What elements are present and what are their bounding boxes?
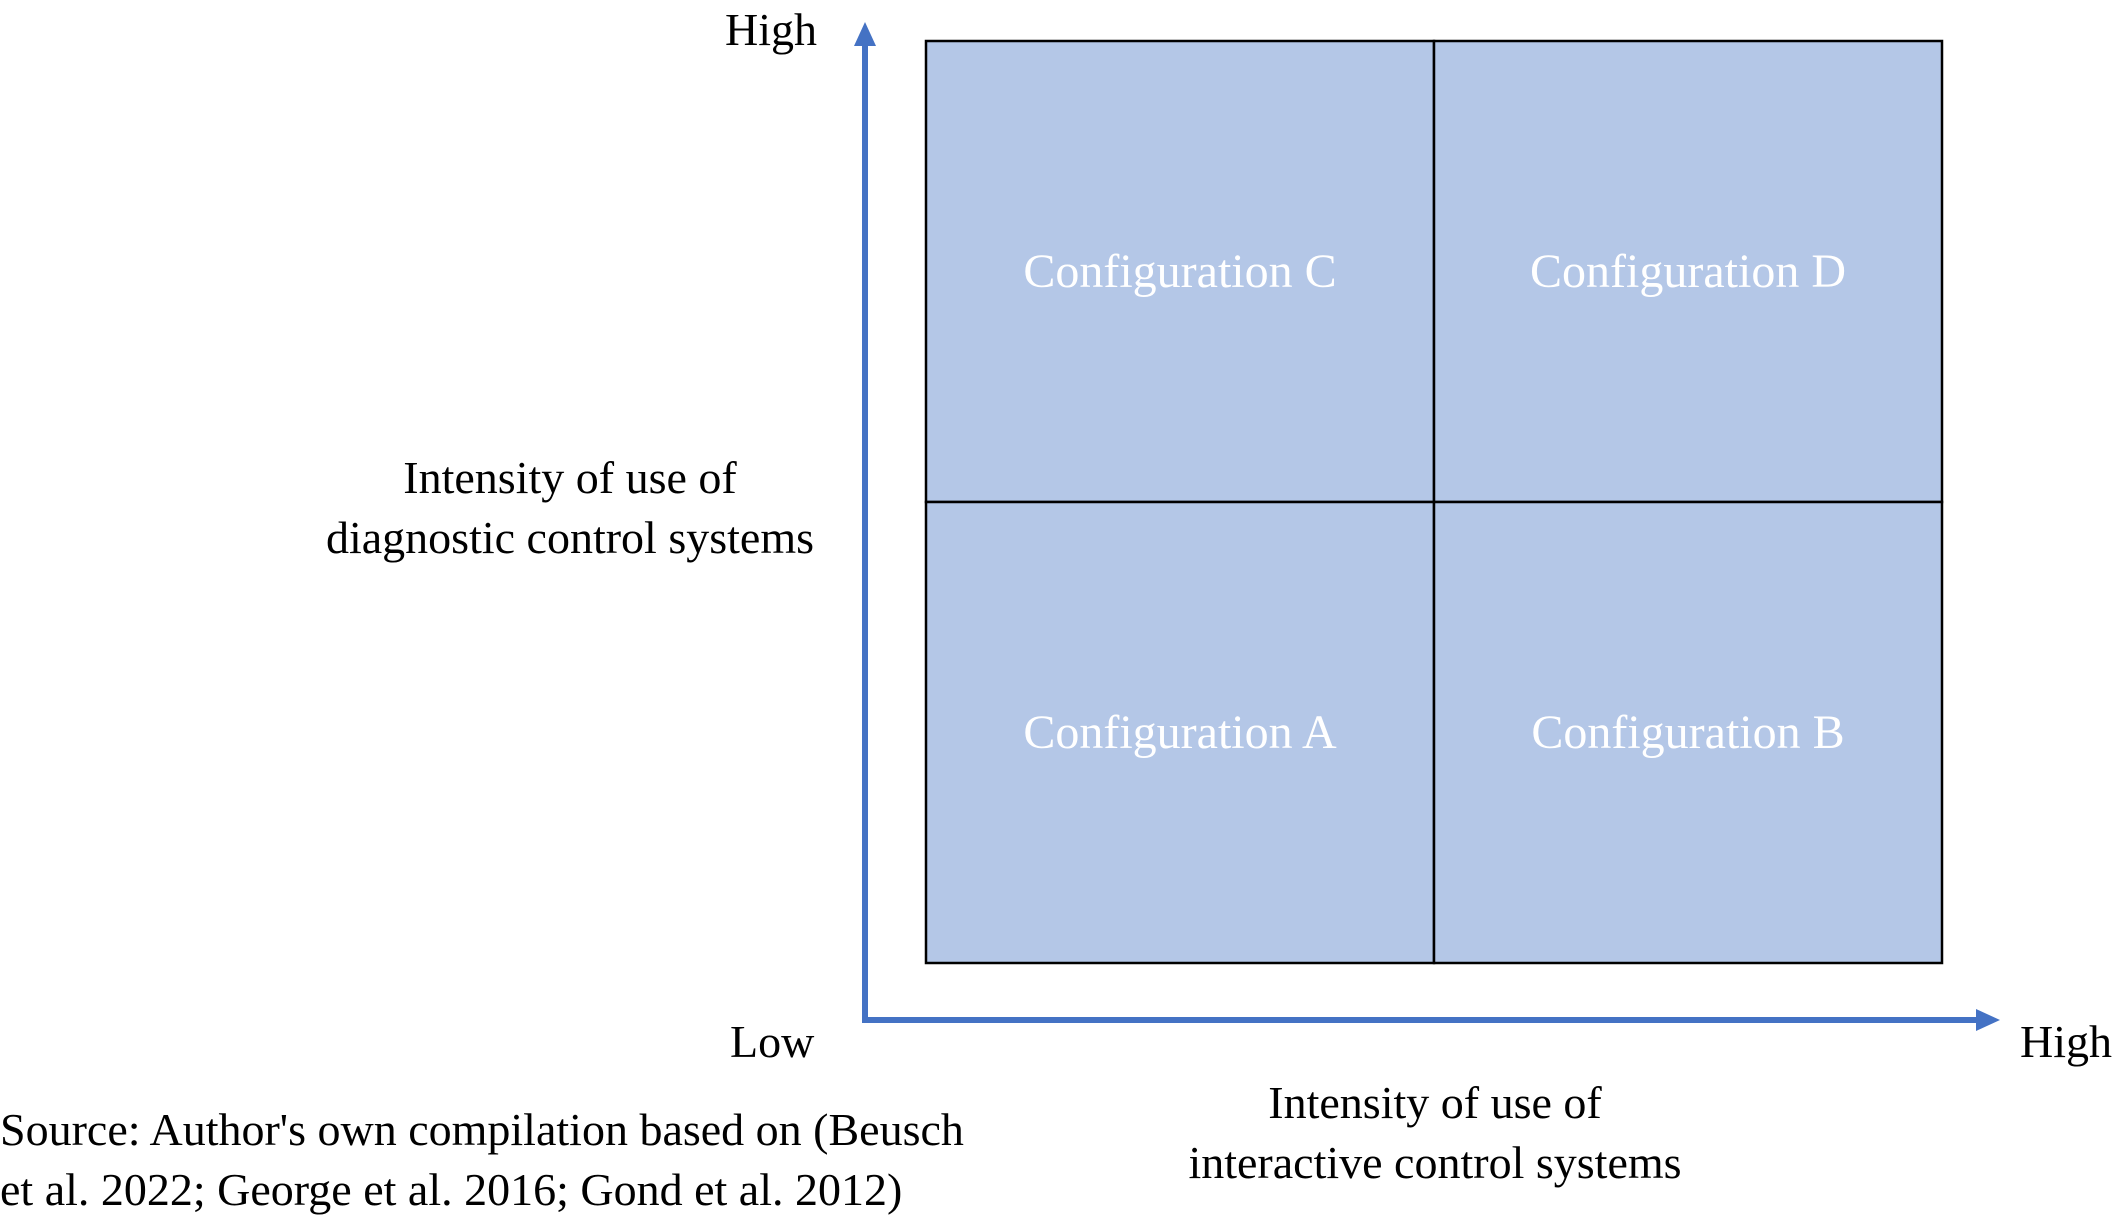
source-note: Source: Author's own compilation based o… [0, 1100, 964, 1220]
x-axis-title-line1: Intensity of use of [1268, 1077, 1602, 1128]
x-axis-arrowhead [1976, 1009, 2000, 1031]
source-note-line2: et al. 2022; George et al. 2016; Gond et… [0, 1164, 903, 1215]
quadrant-bottom-right [1432, 500, 1944, 965]
source-note-line1: Source: Author's own compilation based o… [0, 1104, 964, 1155]
y-axis-arrowhead [854, 22, 876, 46]
y-axis-title-line1: Intensity of use of [403, 452, 737, 503]
x-axis-low-label: Low [730, 1016, 815, 1067]
quadrant-label-b: Configuration B [1531, 706, 1845, 759]
quadrant-label-c: Configuration C [1023, 245, 1337, 298]
y-axis-title: Intensity of use of diagnostic control s… [300, 448, 840, 568]
quadrant-top-left [924, 39, 1436, 504]
quadrant-bottom-left [924, 500, 1436, 965]
quadrant-top-right [1432, 39, 1944, 504]
y-axis-title-line2: diagnostic control systems [325, 512, 815, 563]
y-axis-high-label: High [725, 4, 817, 55]
x-axis-high-label: High [2020, 1016, 2112, 1067]
quadrant-label-a: Configuration A [1023, 706, 1337, 759]
x-axis-title-line2: interactive control systems [1188, 1137, 1682, 1188]
x-axis-title: Intensity of use of interactive control … [1140, 1073, 1730, 1193]
quadrant-label-d: Configuration D [1530, 245, 1846, 298]
